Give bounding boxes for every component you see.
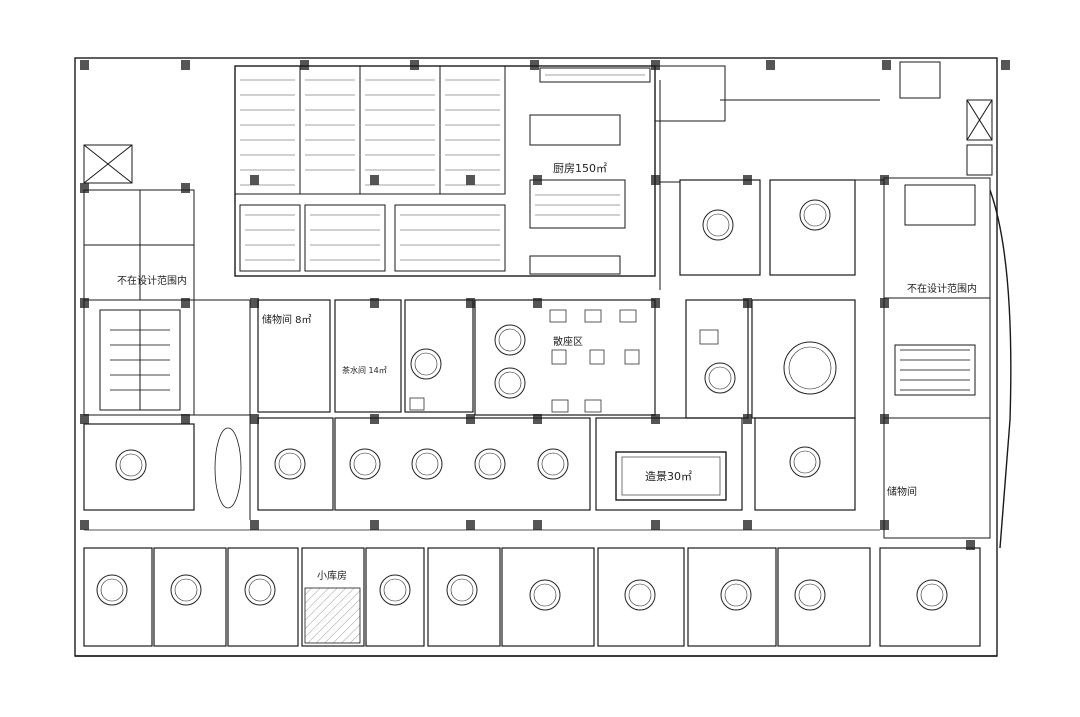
right-core [883, 61, 993, 539]
storage-b-label: 储物间 [887, 487, 917, 498]
hall-label: 散座区 [553, 337, 583, 348]
no-design-left-label: 不在设计范围内 [117, 276, 187, 287]
no-design-right-label: 不在设计范围内 [907, 284, 977, 295]
tea-room-label: 茶水间 14㎡ [342, 366, 387, 375]
kitchen-area [234, 65, 726, 277]
interior-walls [194, 80, 884, 520]
small-room-label: 小库房 [317, 571, 347, 582]
square-tables [409, 309, 719, 413]
left-core [83, 144, 195, 416]
round-tables [96, 199, 948, 611]
outer-walls [74, 57, 1012, 657]
bottom-private-rooms [83, 529, 981, 647]
upper-right-rooms [679, 179, 856, 419]
kitchen-equipment [240, 74, 645, 261]
dining-hall [83, 299, 856, 511]
scenery-label: 造景30㎡ [645, 470, 692, 483]
storage-label: 储物间 8㎡ [262, 315, 312, 326]
kitchen-label: 厨房150㎡ [553, 162, 607, 175]
